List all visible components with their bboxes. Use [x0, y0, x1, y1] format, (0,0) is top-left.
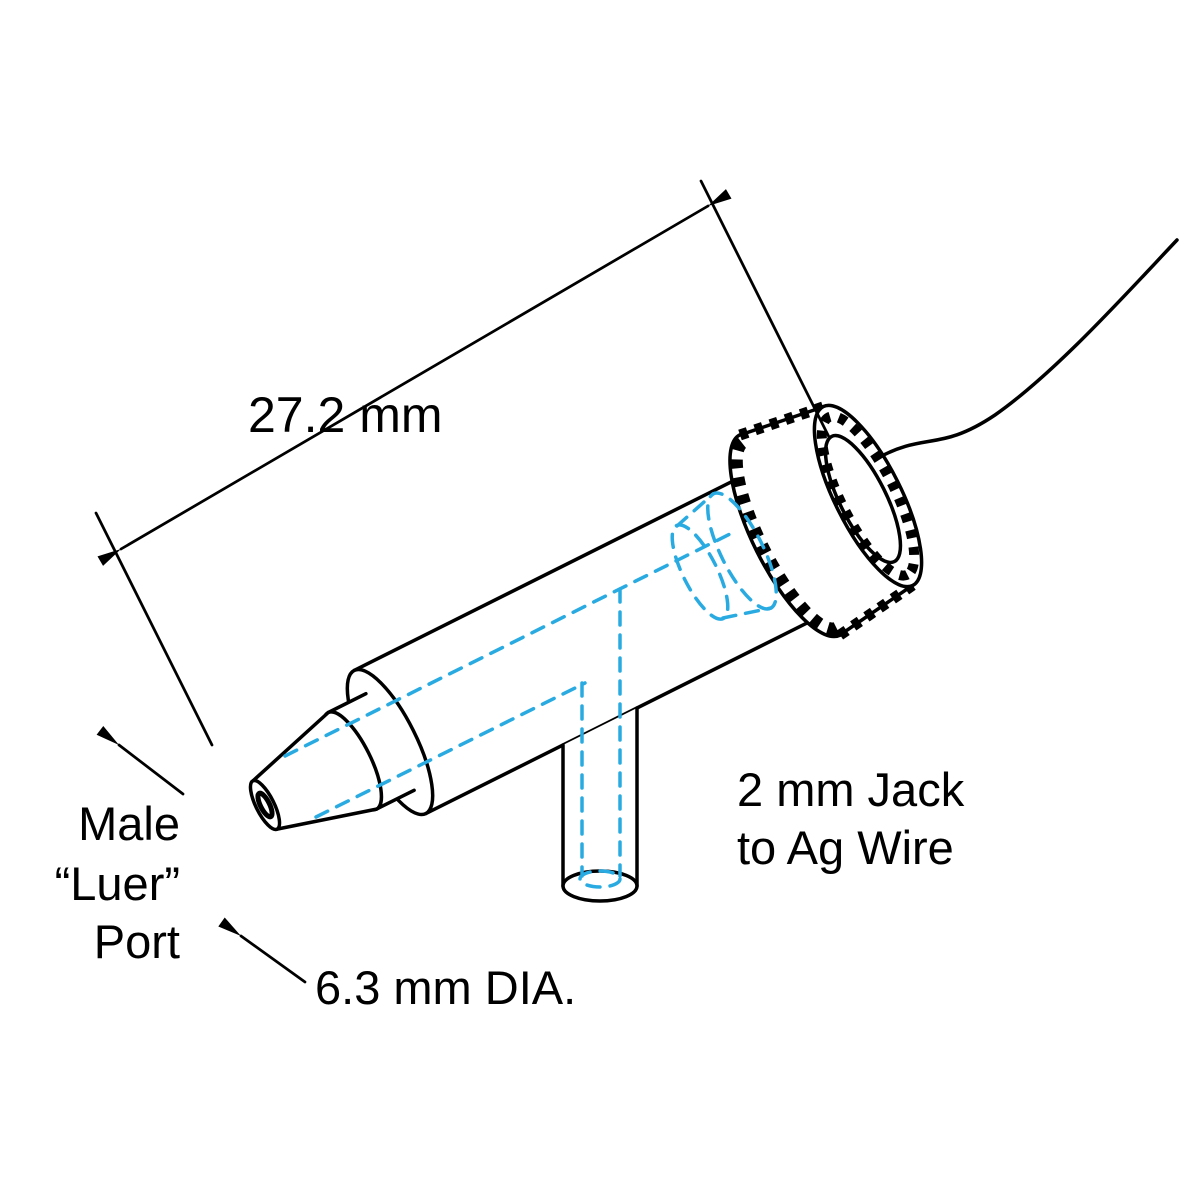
luer-port-label-line1: Male	[78, 797, 180, 850]
length-dimension-line	[97, 189, 732, 566]
luer-port-label-line2: “Luer”	[55, 857, 180, 910]
bore-lower-line	[314, 681, 587, 819]
cap-end-face-ellipse	[823, 433, 903, 565]
collar-bottom-edge	[374, 788, 416, 811]
jack-label-line2: to Ag Wire	[737, 821, 954, 874]
cap-fill	[740, 407, 913, 635]
silver-wire	[876, 238, 1179, 460]
cap-end-ellipse	[812, 403, 924, 589]
body-bottom-edge	[424, 609, 833, 816]
cap-end-knurl-ticks	[816, 411, 920, 581]
dimensions	[94, 179, 831, 984]
cap-top-edge	[738, 405, 825, 437]
knurled-cap	[728, 401, 924, 640]
tube-bore-mouth-ellipse	[578, 869, 622, 889]
tip-inner-ellipse	[255, 790, 275, 820]
diameter-leader-arrow	[218, 917, 307, 984]
luer-cone	[248, 710, 379, 832]
bore-upper-line	[283, 531, 734, 758]
jack-label-line1: 2 mm Jack	[737, 763, 965, 816]
length-dimension-label: 27.2 mm	[248, 387, 443, 443]
cone-fill	[252, 712, 377, 830]
cone-top-edge	[251, 710, 331, 783]
cone-bottom-edge	[275, 807, 379, 831]
collar-top-edge	[326, 691, 368, 715]
cap-bottom-edge	[838, 583, 915, 637]
jack-socket-bottom-line	[721, 606, 773, 620]
diameter-dimension-label: 6.3 mm DIA.	[315, 961, 576, 1014]
tip-pointer-arrow	[96, 726, 185, 796]
luer-port-label-line3: Port	[94, 915, 180, 968]
labels: 27.2 mm Male “Luer” Port 6.3 mm DIA. 2 m…	[55, 387, 965, 1014]
